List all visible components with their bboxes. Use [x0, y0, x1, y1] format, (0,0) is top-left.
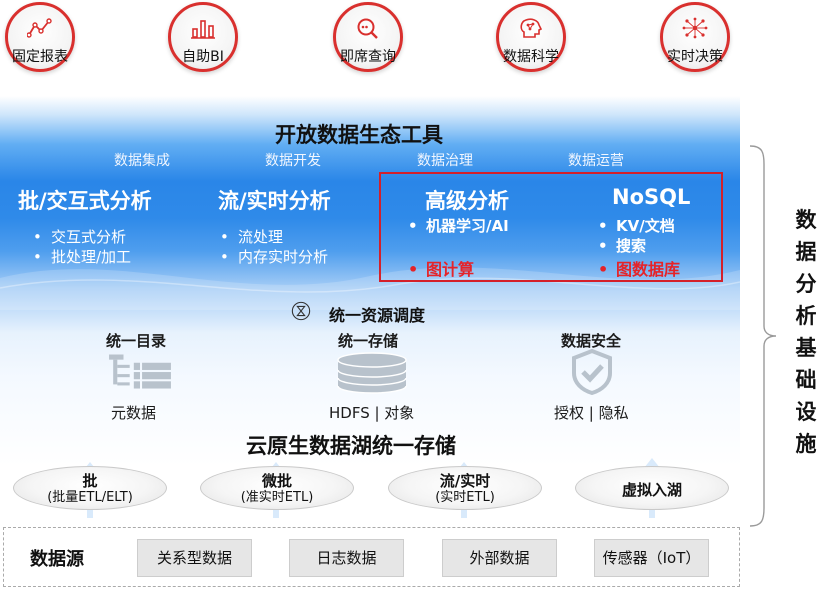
- hourglass-icon: [291, 301, 311, 321]
- column-highlight-item: 图计算: [408, 256, 474, 280]
- side-label: 数 据 分 析 基 础 设 施: [795, 208, 817, 456]
- app-label: 自助BI: [182, 49, 224, 65]
- app-label: 固定报表: [12, 49, 68, 65]
- tools-subtitle: 数据治理: [417, 153, 473, 169]
- data-source-frame: [3, 527, 740, 587]
- app-adhoc-query[interactable]: 即席查询: [333, 2, 403, 72]
- column-highlight-item: 图数据库: [598, 256, 680, 280]
- column-item: 流处理: [220, 226, 283, 247]
- tools-subtitle: 数据运营: [568, 153, 624, 169]
- app-label: 数据科学: [503, 49, 559, 65]
- search-icon: [357, 18, 378, 39]
- storage-title: 统一存储: [338, 332, 399, 350]
- network-icon: [682, 17, 708, 39]
- column-item: 机器学习/AI: [408, 215, 509, 236]
- storage-caption: HDFS | 对象: [329, 404, 415, 422]
- app-label: 即席查询: [340, 49, 396, 65]
- line-chart-icon: [27, 18, 52, 38]
- shield-check-icon: [572, 349, 612, 395]
- app-realtime-decision[interactable]: 实时决策: [660, 2, 730, 72]
- ingest-title: 批: [82, 472, 98, 490]
- lake-title: 云原生数据湖统一存储: [246, 434, 456, 458]
- source-external[interactable]: 外部数据: [442, 539, 557, 577]
- security-caption: 授权 | 隐私: [554, 404, 629, 422]
- security-title: 数据安全: [561, 332, 622, 350]
- ingest-batch[interactable]: 批 (批量ETL/ELT): [13, 466, 167, 510]
- column-item: 内存实时分析: [220, 246, 328, 267]
- highlight-box: [379, 172, 723, 282]
- column-title: NoSQL: [612, 185, 691, 209]
- source-iot[interactable]: 传感器（IoT）: [594, 539, 709, 577]
- column-title: 高级分析: [425, 189, 509, 213]
- catalog-caption: 元数据: [111, 404, 157, 422]
- brain-icon: [520, 18, 543, 38]
- catalog-icon: [109, 354, 171, 389]
- resource-title: 统一资源调度: [329, 306, 426, 325]
- ingest-streaming[interactable]: 流/实时 (实时ETL): [388, 466, 542, 510]
- catalog-title: 统一目录: [106, 332, 167, 350]
- tools-subtitle: 数据开发: [265, 153, 321, 169]
- tools-subtitle: 数据集成: [114, 153, 170, 169]
- wave-decoration: [0, 267, 740, 310]
- ingest-virtual[interactable]: 虚拟入湖: [575, 466, 729, 510]
- app-self-service-bi[interactable]: 自助BI: [168, 2, 238, 72]
- source-relational[interactable]: 关系型数据: [137, 539, 252, 577]
- ingest-title: 虚拟入湖: [621, 481, 682, 499]
- column-item: 搜索: [598, 235, 646, 256]
- ingest-title: 微批: [261, 472, 292, 490]
- ingest-sub: (实时ETL): [435, 490, 495, 505]
- ingest-sub: (准实时ETL): [240, 490, 314, 505]
- right-bracket: [749, 145, 777, 527]
- app-fixed-report[interactable]: 固定报表: [5, 2, 75, 72]
- database-icon: [337, 352, 407, 394]
- column-title: 流/实时分析: [218, 189, 331, 213]
- column-item: 交互式分析: [33, 226, 126, 247]
- column-item: KV/文档: [598, 215, 675, 236]
- column-item: 批处理/加工: [33, 246, 131, 267]
- bar-chart-icon: [191, 20, 215, 39]
- app-label: 实时决策: [667, 49, 723, 65]
- data-source-title: 数据源: [30, 549, 84, 570]
- tools-title: 开放数据生态工具: [275, 123, 443, 147]
- ingest-micro-batch[interactable]: 微批 (准实时ETL): [200, 466, 354, 510]
- ingest-sub: (批量ETL/ELT): [47, 490, 133, 505]
- app-data-science[interactable]: 数据科学: [496, 2, 566, 72]
- column-title: 批/交互式分析: [18, 189, 152, 213]
- ingest-title: 流/实时: [439, 472, 491, 490]
- source-logs[interactable]: 日志数据: [289, 539, 404, 577]
